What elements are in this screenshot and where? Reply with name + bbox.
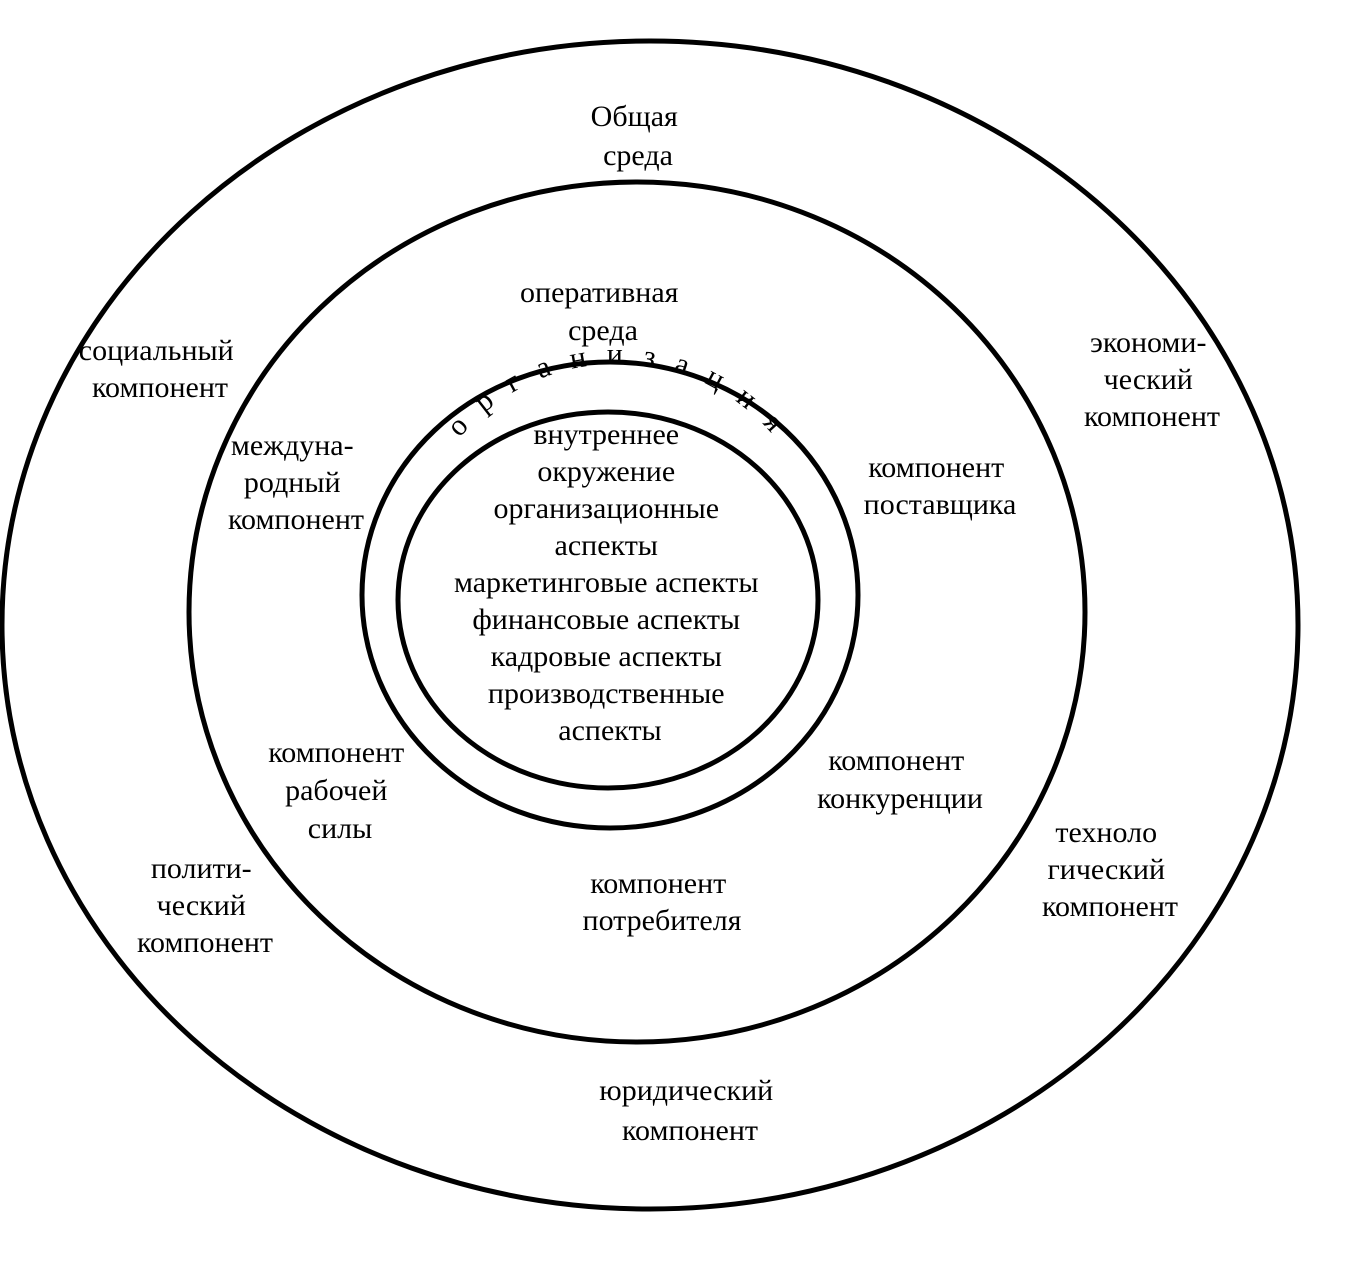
organization-outer-ring	[359, 359, 861, 831]
legal-component-label: юридический компонент	[599, 1074, 780, 1147]
consumer-component-label: компонент потребителя	[583, 867, 742, 937]
labor-component-label: компонент рабочей силы	[268, 736, 412, 845]
internal-environment-text: внутреннее окружение организационные асп…	[454, 418, 766, 747]
organization-inner-ring	[395, 409, 821, 791]
economic-component-label: экономи- ческий компонент	[1084, 326, 1220, 433]
operative-environment-label: оперативная среда	[520, 276, 686, 347]
supplier-component-label: компонент поставщика	[864, 451, 1017, 521]
operative-environment-ring	[186, 179, 1088, 1045]
general-environment-ring	[0, 38, 1301, 1212]
political-component-label: полити- ческий компонент	[137, 852, 273, 959]
international-component-label: междуна- родный компонент	[228, 429, 364, 536]
technological-component-label: техноло гический компонент	[1042, 816, 1178, 923]
competition-component-label: компонент конкуренции	[817, 744, 983, 815]
general-environment-label: Общая среда	[591, 100, 686, 172]
social-component-label: социальный компонент	[79, 334, 241, 404]
